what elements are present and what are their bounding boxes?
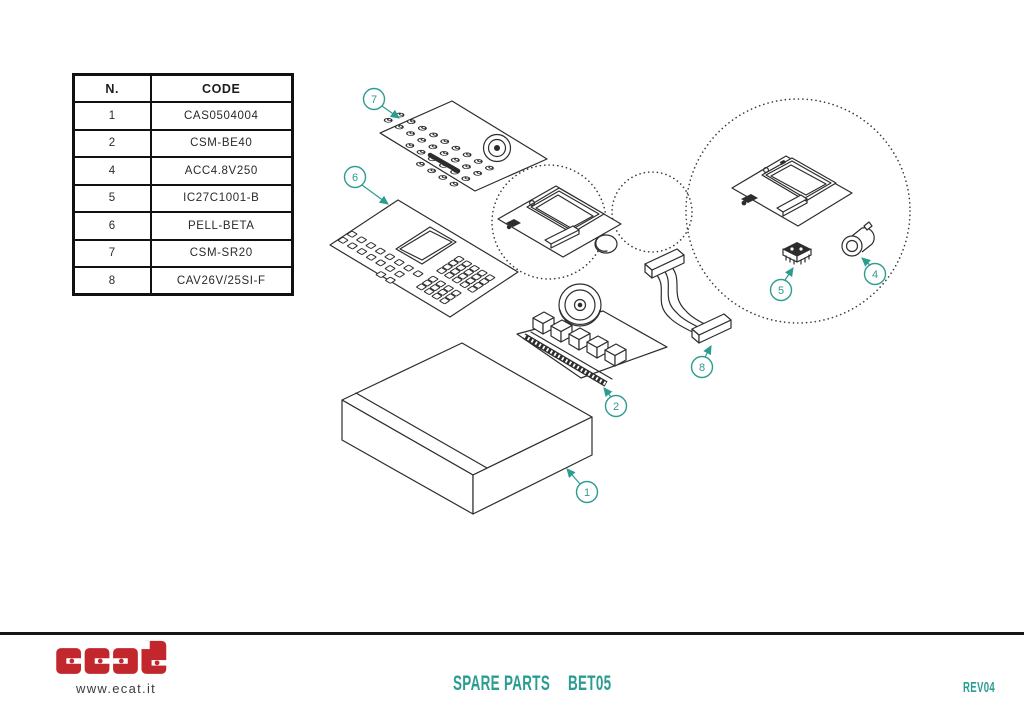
part-keyboard-membrane <box>379 100 548 192</box>
doc-title: SPARE PARTS <box>453 672 551 695</box>
callout-1: 1 <box>566 468 599 504</box>
part-number-cell: 4 <box>72 156 152 186</box>
callout-6: 6 <box>343 165 389 205</box>
part-number-cell: 1 <box>72 101 152 131</box>
detail-circle-large <box>685 98 911 324</box>
col-header-code: CODE <box>149 73 294 103</box>
table-header-row: N. CODE <box>72 73 294 103</box>
callout-4: 4 <box>861 257 887 286</box>
callout-label: 1 <box>584 487 590 499</box>
part-case <box>341 342 593 515</box>
part-display-board-detail <box>731 155 853 227</box>
detail-circle-mid <box>611 171 693 253</box>
ecat-logo <box>56 640 168 674</box>
callout-label: 6 <box>352 172 358 184</box>
callout-5: 5 <box>769 267 794 302</box>
footer-divider <box>0 632 1024 635</box>
part-display-board <box>497 185 622 258</box>
part-main-board <box>516 283 668 387</box>
part-ribbon-cable <box>644 248 732 344</box>
callout-8: 8 <box>690 345 714 379</box>
part-code-cell: ACC4.8V250 <box>149 156 294 186</box>
part-number-cell: 5 <box>72 183 152 213</box>
part-number-cell: 7 <box>72 238 152 268</box>
callout-label: 8 <box>699 362 705 374</box>
part-code-cell: CAS0504004 <box>149 101 294 131</box>
callout-label: 5 <box>778 285 784 297</box>
callout-label: 2 <box>613 401 619 413</box>
callout-7: 7 <box>362 87 400 119</box>
callout-2: 2 <box>603 387 628 418</box>
part-code-cell: IC27C1001-B <box>149 183 294 213</box>
part-eprom-chip <box>782 242 812 265</box>
part-battery <box>841 221 875 257</box>
doc-model: BET05 <box>568 672 612 695</box>
part-code-cell: CSM-SR20 <box>149 238 294 268</box>
part-code-cell: PELL-BETA <box>149 211 294 241</box>
part-code-cell: CAV26V/25SI-F <box>149 266 294 296</box>
part-front-panel <box>329 199 519 318</box>
callout-label: 4 <box>872 269 878 281</box>
doc-revision: REV04 <box>963 679 996 696</box>
part-number-cell: 8 <box>72 266 152 296</box>
callout-label: 7 <box>371 94 377 106</box>
website-url: www.ecat.it <box>76 681 157 696</box>
